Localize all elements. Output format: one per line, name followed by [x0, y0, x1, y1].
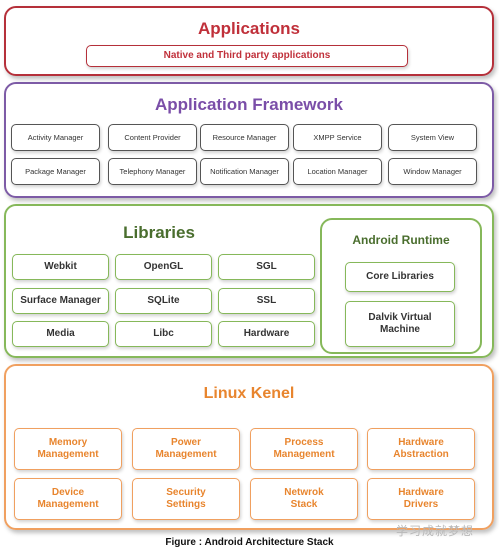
window-manager-label: Window Manager — [403, 166, 462, 176]
memory-management-line1: Memory — [48, 436, 88, 448]
network-stack-line1: Netwrok — [284, 486, 324, 498]
memory-management-line2: Management — [37, 449, 99, 460]
process-management-line1: Process — [284, 436, 324, 448]
application-framework-layer: Application Framework Activity Manager C… — [4, 82, 494, 198]
dalvik-vm-box: Dalvik Virtual Machine — [345, 301, 455, 347]
media-box: Media — [12, 321, 109, 347]
libraries-title: Libraries — [123, 223, 195, 242]
network-stack-line2: Stack — [290, 499, 318, 510]
activity-manager-label: Activity Manager — [27, 132, 84, 142]
watermark: 学习成就梦想 — [396, 524, 475, 538]
hardware-abstraction-line2: Abstraction — [393, 449, 449, 460]
native-apps-box: Native and Third party applications — [86, 45, 408, 67]
hardware-drivers-line2: Drivers — [403, 499, 439, 510]
system-view-label: System View — [410, 132, 455, 142]
libc-label: Libc — [153, 327, 174, 339]
xmpp-service-box: XMPP Service — [293, 124, 382, 151]
power-management-line2: Management — [155, 449, 217, 460]
telephony-manager-label: Telephony Manager — [119, 166, 186, 176]
ssl-box: SSL — [218, 288, 315, 314]
hardware-box: Hardware — [218, 321, 315, 347]
device-management-line2: Management — [37, 499, 99, 510]
content-provider-box: Content Provider — [108, 124, 197, 151]
ssl-label: SSL — [256, 294, 277, 306]
xmpp-service-label: XMPP Service — [313, 132, 362, 142]
native-apps-label: Native and Third party applications — [163, 49, 331, 61]
android-runtime-panel: Android Runtime Core Libraries Dalvik Vi… — [320, 218, 482, 354]
security-settings-line1: Security — [166, 486, 206, 498]
package-manager-label: Package Manager — [25, 166, 86, 176]
libraries-layer: Libraries Webkit OpenGL SGL Surface Mana… — [4, 204, 494, 358]
sqlite-box: SQLite — [115, 288, 212, 314]
location-manager-box: Location Manager — [293, 158, 382, 185]
process-management-line2: Management — [273, 449, 335, 460]
window-manager-box: Window Manager — [388, 158, 477, 185]
security-settings-line2: Settings — [166, 499, 206, 510]
applications-title: Applications — [197, 19, 300, 38]
application-framework-title: Application Framework — [155, 95, 343, 114]
opengl-box: OpenGL — [115, 254, 212, 280]
surface-manager-label: Surface Manager — [20, 294, 101, 306]
hardware-label: Hardware — [243, 327, 290, 339]
webkit-box: Webkit — [12, 254, 109, 280]
linux-kernel-title: Linux Kenel — [203, 385, 295, 402]
hardware-abstraction-line1: Hardware — [398, 436, 444, 448]
resource-manager-box: Resource Manager — [200, 124, 289, 151]
sgl-box: SGL — [218, 254, 315, 280]
hardware-drivers-line1: Hardware — [398, 486, 444, 498]
dalvik-vm-label-line2: Machine — [379, 324, 420, 335]
media-label: Media — [46, 327, 75, 339]
libc-box: Libc — [115, 321, 212, 347]
applications-layer: Applications Native and Third party appl… — [4, 6, 494, 76]
notification-manager-label: Notification Manager — [210, 166, 279, 176]
sqlite-label: SQLite — [147, 294, 180, 306]
figure-caption: Figure : Android Architecture Stack — [165, 537, 334, 548]
core-libraries-box: Core Libraries — [345, 262, 455, 292]
opengl-label: OpenGL — [143, 260, 184, 272]
webkit-label: Webkit — [44, 260, 77, 272]
system-view-box: System View — [388, 124, 477, 151]
power-management-line1: Power — [170, 436, 201, 448]
core-libraries-label: Core Libraries — [366, 270, 434, 282]
activity-manager-box: Activity Manager — [11, 124, 100, 151]
location-manager-label: Location Manager — [307, 166, 368, 176]
android-runtime-title: Android Runtime — [352, 233, 450, 247]
sgl-label: SGL — [256, 260, 277, 272]
telephony-manager-box: Telephony Manager — [108, 158, 197, 185]
resource-manager-label: Resource Manager — [212, 132, 277, 142]
content-provider-label: Content Provider — [124, 132, 181, 142]
device-management-line1: Device — [51, 486, 85, 498]
dalvik-vm-label-line1: Dalvik Virtual — [368, 311, 432, 323]
notification-manager-box: Notification Manager — [200, 158, 289, 185]
package-manager-box: Package Manager — [11, 158, 100, 185]
surface-manager-box: Surface Manager — [12, 288, 109, 314]
